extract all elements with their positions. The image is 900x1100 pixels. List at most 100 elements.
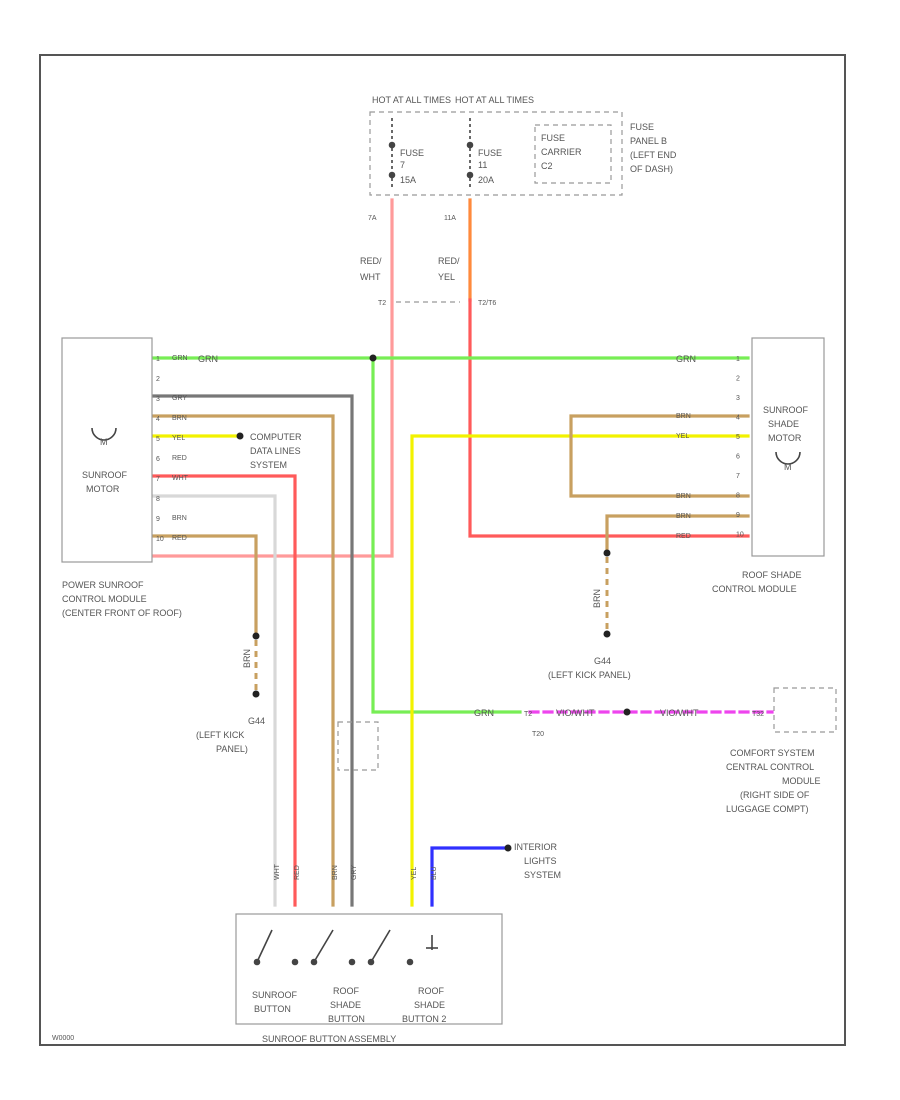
shade-pin-3: 3 xyxy=(736,395,740,402)
comfort-label-3: MODULE xyxy=(782,776,821,786)
arrow-interior-lights xyxy=(504,844,512,852)
fuse-panel-line-1: FUSE xyxy=(630,122,654,132)
shade-motor-title-1: SUNROOF xyxy=(763,405,809,415)
sunroof-motor-title-2: MOTOR xyxy=(86,484,120,494)
fuse-11-label: FUSE xyxy=(478,148,502,158)
wire-label-grn-left: GRN xyxy=(198,354,218,364)
comfort-label-5: LUGGAGE COMPT) xyxy=(726,804,809,814)
fuse-panel-box xyxy=(369,111,623,196)
fuse-7-number: 7 xyxy=(400,160,405,170)
switch-wire-label-blu: BLU xyxy=(431,866,438,880)
sunroof-wire-label-10: RED xyxy=(172,535,187,542)
connector-t2-t6-label: T2/T6 xyxy=(478,300,496,307)
shade-motor-title-3: MOTOR xyxy=(768,433,802,443)
fuse-7-symbol xyxy=(388,118,396,188)
shade-pin-7: 7 xyxy=(736,473,740,480)
shade-motor-title-2: SHADE xyxy=(768,419,799,429)
arrow-computer-data xyxy=(236,432,244,440)
fuse-panel-line-2: PANEL B xyxy=(630,136,667,146)
computer-data-label-3: SYSTEM xyxy=(250,460,287,470)
shade-switch-bracket xyxy=(337,721,379,771)
sunroof-wire-label-1: GRN xyxy=(172,355,188,362)
ground-left-label-2: (LEFT KICK xyxy=(196,730,244,740)
shade-wire-label-3: BRN xyxy=(676,513,691,520)
sunroof-wire-label-7: WHT xyxy=(172,475,189,482)
connector-t32-label: T32 xyxy=(752,711,764,718)
footer-code: W0000 xyxy=(52,1035,74,1042)
computer-data-label-2: DATA LINES xyxy=(250,446,301,456)
ground-left-label-3: PANEL) xyxy=(216,744,248,754)
switch-wire-label-brn: BRN xyxy=(332,865,339,880)
sunroof-button-assembly xyxy=(235,913,503,1025)
wire-wht-pin7 xyxy=(150,494,277,907)
button-shade-label-3: BUTTON xyxy=(328,1014,365,1024)
sunroof-pin-3: 3 xyxy=(156,396,160,403)
sunroof-wire-label-4: BRN xyxy=(172,415,187,422)
sunroof-wire-label-9: BRN xyxy=(172,515,187,522)
sunroof-module-label-3: (CENTER FRONT OF ROOF) xyxy=(62,608,182,618)
switch-wire-label-wht: WHT xyxy=(274,863,281,880)
wire-label-violet-left: VIO/WHT xyxy=(556,708,595,718)
button-shade-label-2: SHADE xyxy=(330,1000,361,1010)
motor-symbol-left: M xyxy=(91,427,117,447)
comfort-label-2: CENTRAL CONTROL xyxy=(726,762,814,772)
fuse-11-rating: 20A xyxy=(478,175,494,185)
button-sunroof-label-1: SUNROOF xyxy=(252,990,298,1000)
switch-illumination xyxy=(406,935,438,966)
shade-pin-2: 2 xyxy=(736,376,740,383)
button-sunroof-label-2: BUTTON xyxy=(254,1004,291,1014)
wire-label-brn-ground-right: BRN xyxy=(592,589,602,608)
ground-left-label-1: G44 xyxy=(248,716,265,726)
switch-shade-2 xyxy=(348,929,391,966)
sunroof-pin-4: 4 xyxy=(156,416,160,423)
ground-right-label-1: G44 xyxy=(594,656,611,666)
wire-brn-pin9 xyxy=(150,534,258,638)
svg-text:M: M xyxy=(100,437,108,447)
wire-brn-shade-loop xyxy=(569,414,750,498)
sunroof-wire-label-3: GRY xyxy=(172,395,187,402)
switch-shade-1 xyxy=(291,929,334,966)
sunroof-module-label-1: POWER SUNROOF xyxy=(62,580,144,590)
ground-left-dot-1 xyxy=(252,632,260,640)
switch-wire-label-gry: GRY xyxy=(351,865,358,880)
fuse-11-number: 11 xyxy=(478,160,487,170)
fuse-carrier-line-1: FUSE xyxy=(541,133,565,143)
shade-module-label-1: ROOF SHADE xyxy=(742,570,802,580)
wire-label-violet-right: VIO/WHT xyxy=(660,708,699,718)
button-shade-label-1: ROOF xyxy=(333,986,360,996)
ground-right-dot-2 xyxy=(603,630,611,638)
switch-sunroof xyxy=(253,929,273,966)
wire-red-shade xyxy=(468,298,750,538)
hot-at-all-times-2: HOT AT ALL TIMES xyxy=(455,95,534,105)
comfort-label-4: (RIGHT SIDE OF xyxy=(740,790,810,800)
splice-grn xyxy=(369,354,377,362)
ground-right-dot-1 xyxy=(603,549,611,557)
fuse-carrier-line-2: CARRIER xyxy=(541,147,582,157)
ground-left-dot-2 xyxy=(252,690,260,698)
shade-pin-9: 9 xyxy=(736,512,740,519)
sunroof-motor-module xyxy=(61,337,153,563)
sunroof-pin-7: 7 xyxy=(156,476,160,483)
button-assembly-label: SUNROOF BUTTON ASSEMBLY xyxy=(262,1034,396,1044)
diagram-frame xyxy=(39,54,846,1046)
fuse-panel-line-4: OF DASH) xyxy=(630,164,673,174)
fuse-panel-line-3: (LEFT END xyxy=(630,150,677,160)
svg-text:M: M xyxy=(784,462,792,472)
comfort-label-1: COMFORT SYSTEM xyxy=(730,748,815,758)
computer-data-label-1: COMPUTER xyxy=(250,432,302,442)
fuse-7-rating: 15A xyxy=(400,175,416,185)
fuse-carrier-box xyxy=(534,124,612,184)
connector-t20-label: T20 xyxy=(532,731,544,738)
sunroof-pin-8: 8 xyxy=(156,496,160,503)
shade-pin-8: 8 xyxy=(736,493,740,500)
wire-label-red-wht-1: RED/ xyxy=(360,256,382,266)
wire-red-pin6 xyxy=(150,474,297,907)
shade-pin-5: 5 xyxy=(736,434,740,441)
interior-lights-label-2: LIGHTS xyxy=(524,856,557,866)
shade-wire-label-0: BRN xyxy=(676,413,691,420)
